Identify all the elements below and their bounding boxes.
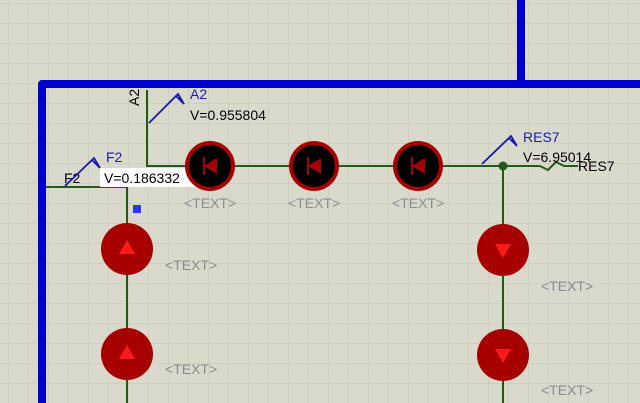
probe-f2-voltage: V=0.186332 — [104, 170, 180, 186]
led-right-2-label: <TEXT> — [541, 382, 593, 398]
probe-arrow-icon — [481, 134, 518, 165]
probe-a2[interactable]: A2 V=0.955804 — [148, 86, 266, 124]
pin-marker[interactable] — [133, 205, 141, 213]
led-h-3-label: <TEXT> — [392, 195, 444, 211]
arrow-down-icon — [495, 349, 511, 363]
probe-f2-voltage-box — [100, 168, 201, 187]
led-h-2-label: <TEXT> — [288, 195, 340, 211]
probe-arrow-icon — [148, 92, 185, 124]
diode-icon — [412, 158, 425, 174]
led-left-1[interactable] — [101, 223, 153, 275]
probe-a2-name: A2 — [190, 86, 207, 102]
probe-f2-name: F2 — [106, 149, 123, 165]
probe-res7-voltage: V=6.95014 — [523, 149, 591, 165]
led-left-2[interactable] — [101, 328, 153, 380]
led-h-2[interactable] — [289, 141, 339, 191]
arrow-down-icon — [495, 244, 511, 258]
led-h-1[interactable] — [185, 141, 235, 191]
led-left-1-label: <TEXT> — [165, 257, 217, 273]
probe-a2-voltage: V=0.955804 — [190, 107, 266, 123]
led-right-2[interactable] — [477, 329, 529, 381]
probe-res7[interactable]: RES7 V=6.95014 — [481, 129, 591, 165]
arrow-up-icon — [119, 345, 135, 359]
led-left-2-label: <TEXT> — [165, 361, 217, 377]
diode-icon — [204, 158, 217, 174]
net-label-a2: A2 — [126, 89, 142, 106]
led-right-1-label: <TEXT> — [541, 278, 593, 294]
probe-res7-name: RES7 — [523, 129, 560, 145]
led-h-1-label: <TEXT> — [184, 195, 236, 211]
led-right-1[interactable] — [477, 224, 529, 276]
junction-dot — [498, 161, 508, 171]
net-label-res7: RES7 — [539, 158, 615, 174]
led-h-3[interactable] — [393, 141, 443, 191]
arrow-up-icon — [119, 240, 135, 254]
probe-f2[interactable]: F2 V=0.186332 — [64, 149, 201, 187]
bus-line-left-top[interactable] — [38, 80, 640, 403]
net-label-res7-text: RES7 — [578, 158, 615, 174]
diode-icon — [308, 158, 321, 174]
